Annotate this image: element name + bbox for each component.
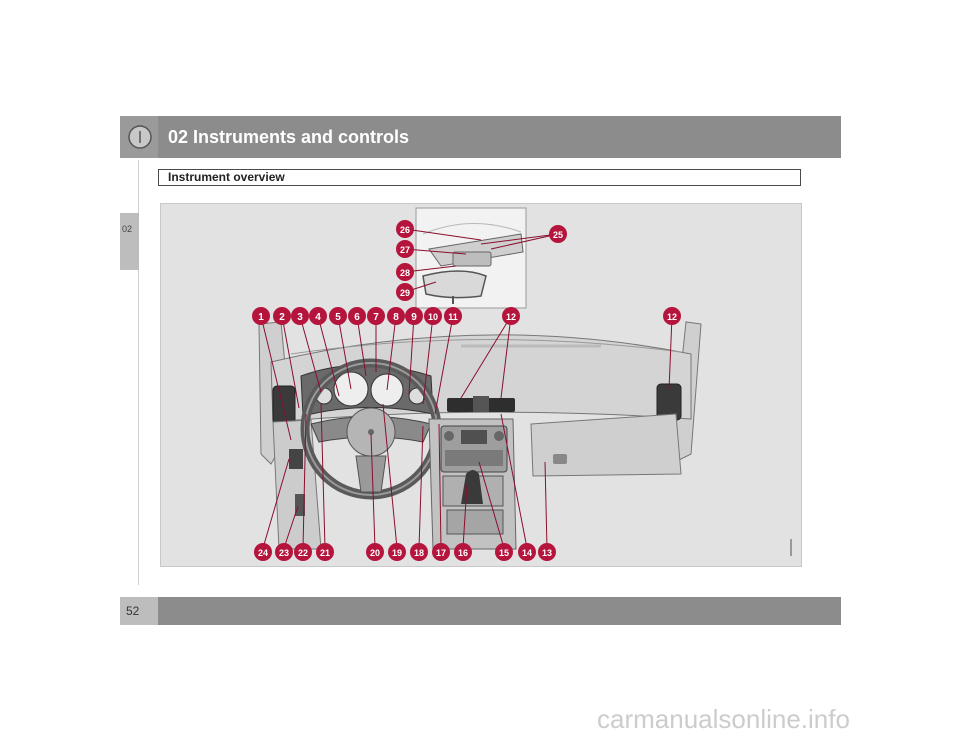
callout-11: 11: [444, 307, 462, 325]
callout-29: 29: [396, 283, 414, 301]
svg-text:25: 25: [553, 230, 563, 240]
callout-2: 2: [273, 307, 291, 325]
svg-text:29: 29: [400, 288, 410, 298]
callout-23: 23: [275, 543, 293, 561]
dashboard-figure: 1 2 3 4 5 6 7 8 9 10 11 12 12 13 14 15 1…: [160, 203, 802, 567]
svg-text:6: 6: [354, 312, 360, 323]
callout-8: 8: [387, 307, 405, 325]
callout-19: 19: [388, 543, 406, 561]
svg-text:27: 27: [400, 245, 410, 255]
callout-27: 27: [396, 240, 414, 258]
callout-7: 7: [367, 307, 385, 325]
svg-text:12: 12: [667, 312, 677, 322]
callout-25: 25: [549, 225, 567, 243]
chapter-side-tab[interactable]: [120, 213, 139, 270]
page-number: 52: [126, 604, 140, 618]
svg-text:22: 22: [298, 548, 308, 558]
watermark[interactable]: carmanualsonline.info: [597, 704, 850, 734]
svg-text:15: 15: [499, 548, 509, 558]
svg-text:26: 26: [400, 225, 410, 235]
callout-5: 5: [329, 307, 347, 325]
svg-text:23: 23: [279, 548, 289, 558]
svg-text:13: 13: [542, 548, 552, 558]
callout-1: 1: [252, 307, 270, 325]
svg-text:17: 17: [436, 548, 446, 558]
mirror-inset: [415, 207, 527, 309]
svg-text:8: 8: [393, 312, 399, 323]
svg-text:1: 1: [258, 312, 264, 323]
chapter-title: 02 Instruments and controls: [168, 127, 410, 147]
callout-21: 21: [316, 543, 334, 561]
svg-text:20: 20: [370, 548, 380, 558]
svg-text:5: 5: [335, 312, 341, 323]
svg-text:24: 24: [258, 548, 268, 558]
section-title-bar: [158, 169, 801, 186]
svg-text:19: 19: [392, 548, 402, 558]
svg-text:2: 2: [279, 312, 285, 323]
svg-text:7: 7: [373, 312, 379, 323]
svg-text:16: 16: [458, 548, 468, 558]
callout-26: 26: [396, 220, 414, 238]
callout-10: 10: [424, 307, 442, 325]
svg-text:11: 11: [448, 312, 458, 322]
callout-16: 16: [454, 543, 472, 561]
callout-6: 6: [348, 307, 366, 325]
callout-17: 17: [432, 543, 450, 561]
svg-text:4: 4: [315, 312, 321, 323]
callout-4: 4: [309, 307, 327, 325]
svg-text:18: 18: [414, 548, 424, 558]
callout-20: 20: [366, 543, 384, 561]
callout-12-center: 12: [502, 307, 520, 325]
callout-22: 22: [294, 543, 312, 561]
callout-15: 15: [495, 543, 513, 561]
chapter-header-bar: [120, 116, 841, 158]
svg-text:21: 21: [320, 548, 330, 558]
svg-text:28: 28: [400, 268, 410, 278]
svg-text:14: 14: [522, 548, 532, 558]
chapter-side-tab-label: 02: [122, 224, 133, 234]
callout-12-right: 12: [663, 307, 681, 325]
callout-24: 24: [254, 543, 272, 561]
info-circle-icon: [128, 125, 152, 149]
callout-14: 14: [518, 543, 536, 561]
callout-13: 13: [538, 543, 556, 561]
svg-text:9: 9: [411, 312, 417, 323]
svg-text:12: 12: [506, 312, 516, 322]
callout-3: 3: [291, 307, 309, 325]
section-title: Instrument overview: [168, 170, 285, 184]
callout-9: 9: [405, 307, 423, 325]
footer-bar: [158, 597, 841, 625]
dashboard-illustration: 1 2 3 4 5 6 7 8 9 10 11 12 12 13 14 15 1…: [252, 207, 792, 561]
svg-text:3: 3: [297, 312, 303, 323]
callout-28: 28: [396, 263, 414, 281]
page-number-box: [120, 597, 158, 625]
side-divider: [138, 160, 139, 585]
callout-18: 18: [410, 543, 428, 561]
callout-group: 1 2 3 4 5 6 7 8 9 10 11 12 12 13 14 15 1…: [252, 220, 681, 561]
svg-text:10: 10: [428, 312, 438, 322]
